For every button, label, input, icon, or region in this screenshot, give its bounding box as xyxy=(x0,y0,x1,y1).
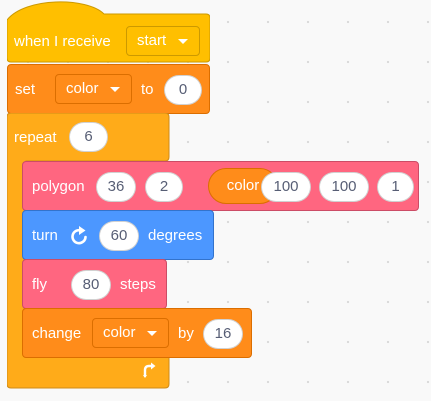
rotate-right-icon xyxy=(69,225,91,247)
turn-label: turn xyxy=(32,227,58,244)
fly-steps-input[interactable]: 80 xyxy=(71,270,111,300)
chevron-down-icon xyxy=(147,331,157,336)
set-label: set xyxy=(15,81,36,98)
repeat-label: repeat xyxy=(14,129,57,146)
change-variable-block[interactable]: change color by 16 xyxy=(22,308,252,358)
change-label: change xyxy=(32,325,82,342)
polygon-arg-input[interactable]: 100 xyxy=(319,172,369,202)
polygon-arg-input[interactable]: 36 xyxy=(96,172,136,202)
loop-arrow-icon xyxy=(141,361,159,379)
repeat-count-input[interactable]: 6 xyxy=(69,122,108,152)
set-value-input[interactable]: 0 xyxy=(164,75,202,105)
polygon-label: polygon xyxy=(32,178,85,195)
when-i-receive-block[interactable]: when I receive start xyxy=(7,0,210,66)
to-label: to xyxy=(141,81,154,98)
steps-label: steps xyxy=(120,276,156,293)
fly-block[interactable]: fly 80 steps xyxy=(22,259,167,309)
by-label: by xyxy=(178,325,194,342)
fly-label: fly xyxy=(32,276,47,293)
variable-dropdown-label: color xyxy=(66,80,99,97)
message-dropdown-label: start xyxy=(137,32,167,49)
polygon-arg-input[interactable]: 2 xyxy=(145,172,183,202)
message-dropdown[interactable]: start xyxy=(126,26,200,56)
variable-dropdown[interactable]: color xyxy=(55,74,132,104)
polygon-arg-input[interactable]: 100 xyxy=(261,172,311,202)
polygon-arg-input[interactable]: 1 xyxy=(377,172,414,202)
change-value-input[interactable]: 16 xyxy=(203,319,243,349)
turn-block[interactable]: turn 60 degrees xyxy=(22,210,214,260)
set-variable-block[interactable]: set color to 0 xyxy=(7,64,210,114)
chevron-down-icon xyxy=(178,39,188,44)
polygon-block[interactable]: polygon 36 2 color 100 100 1 xyxy=(22,161,419,211)
variable-dropdown-label: color xyxy=(103,324,136,341)
variable-dropdown[interactable]: color xyxy=(92,318,169,348)
when-i-receive-label: when I receive xyxy=(14,33,111,50)
chevron-down-icon xyxy=(110,87,120,92)
turn-degrees-input[interactable]: 60 xyxy=(99,221,139,251)
degrees-label: degrees xyxy=(148,227,203,244)
